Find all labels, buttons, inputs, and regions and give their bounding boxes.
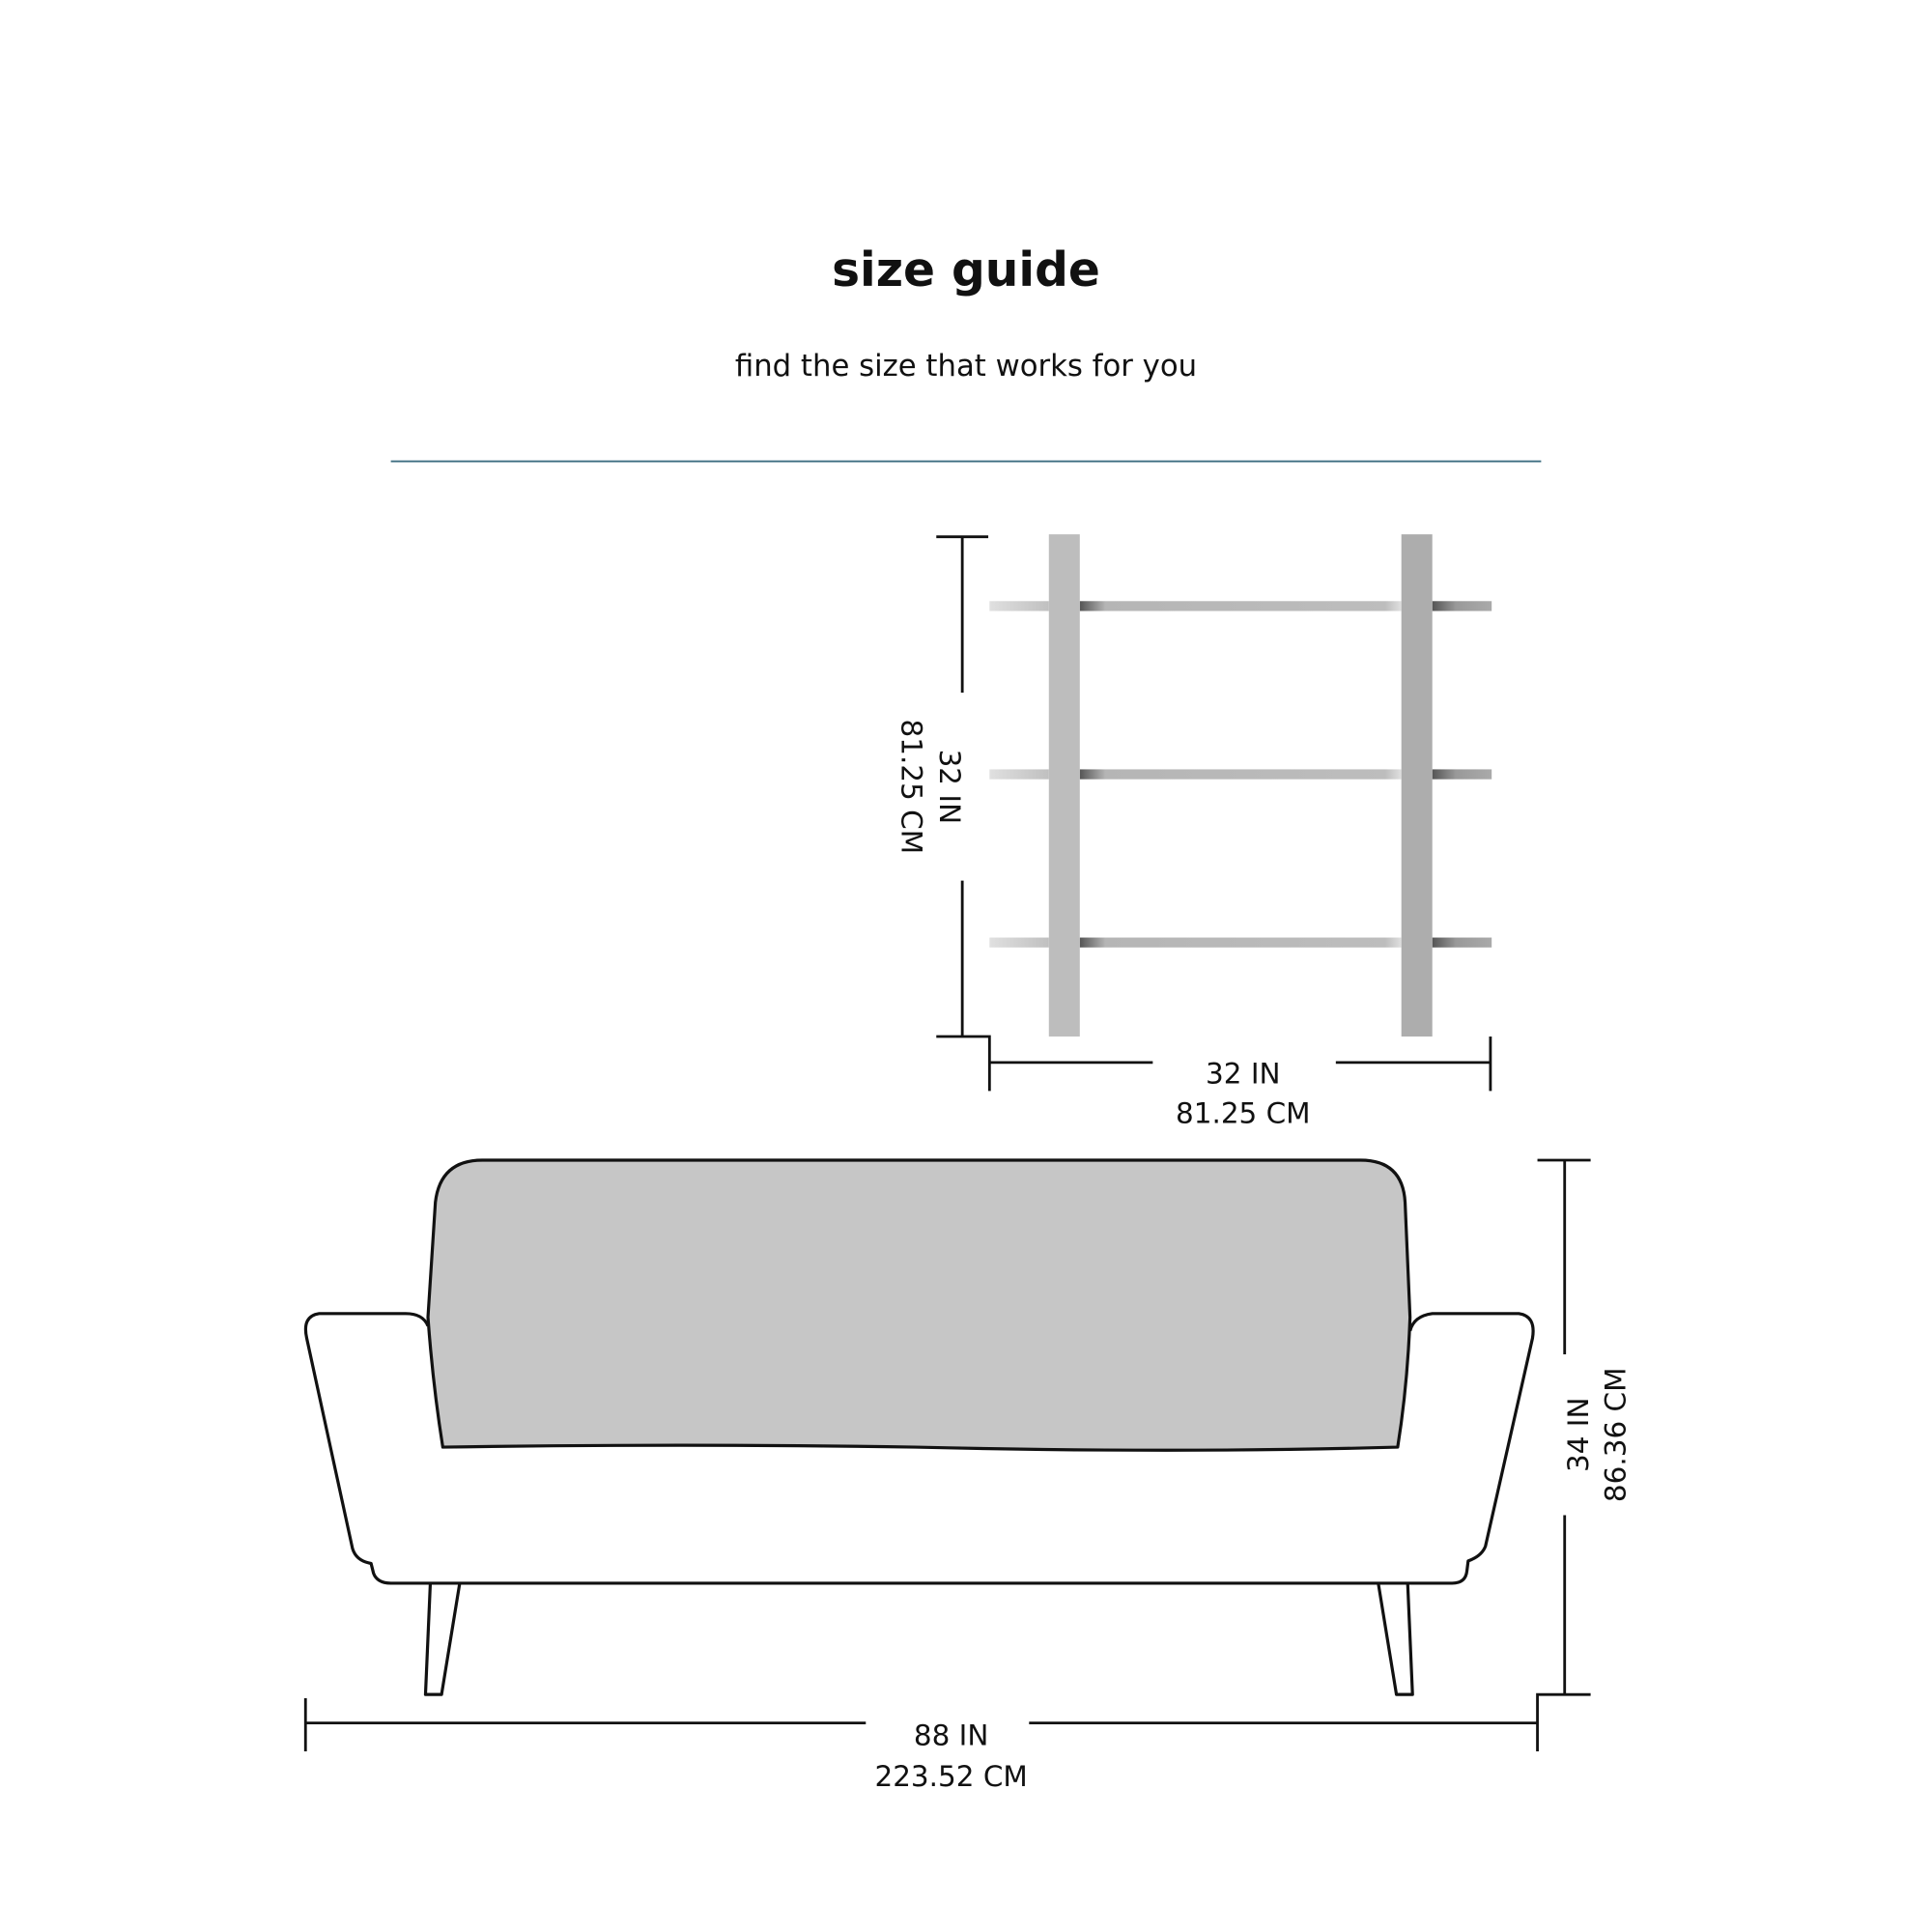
shelf-width-dimension: 32 IN 81.25 CM — [989, 1036, 1492, 1130]
shelf-width-in: 32 IN — [1206, 1058, 1281, 1091]
sofa-height-dimension: 34 IN 86.36 CM — [1537, 1158, 1632, 1695]
sofa-illustration — [303, 1158, 1535, 1696]
sofa-width-dimension: 88 IN 223.52 CM — [303, 1692, 1591, 1793]
sofa-backrest — [426, 1158, 1412, 1452]
shelf-left-post — [1048, 534, 1080, 1037]
page-subtitle: find the size that works for you — [735, 349, 1197, 384]
shelf-board — [989, 769, 1492, 780]
page-title: size guide — [832, 243, 1100, 298]
sofa-width-in: 88 IN — [914, 1719, 989, 1752]
shelf-height-cm: 81.25 CM — [895, 720, 927, 855]
sofa-width-cm: 223.52 CM — [874, 1760, 1027, 1793]
shelf-illustration — [989, 534, 1492, 1037]
shelf-board — [989, 601, 1492, 611]
sofa-legs — [423, 1578, 1414, 1696]
shelf-right-post — [1401, 534, 1433, 1037]
sofa-height-in: 34 IN — [1562, 1398, 1595, 1473]
shelf-board — [989, 937, 1492, 948]
shelf-height-in: 32 IN — [933, 750, 966, 825]
sofa-height-cm: 86.36 CM — [1599, 1367, 1632, 1502]
shelf-height-dimension: 32 IN 81.25 CM — [895, 535, 991, 1092]
shelf-width-cm: 81.25 CM — [1176, 1097, 1311, 1130]
